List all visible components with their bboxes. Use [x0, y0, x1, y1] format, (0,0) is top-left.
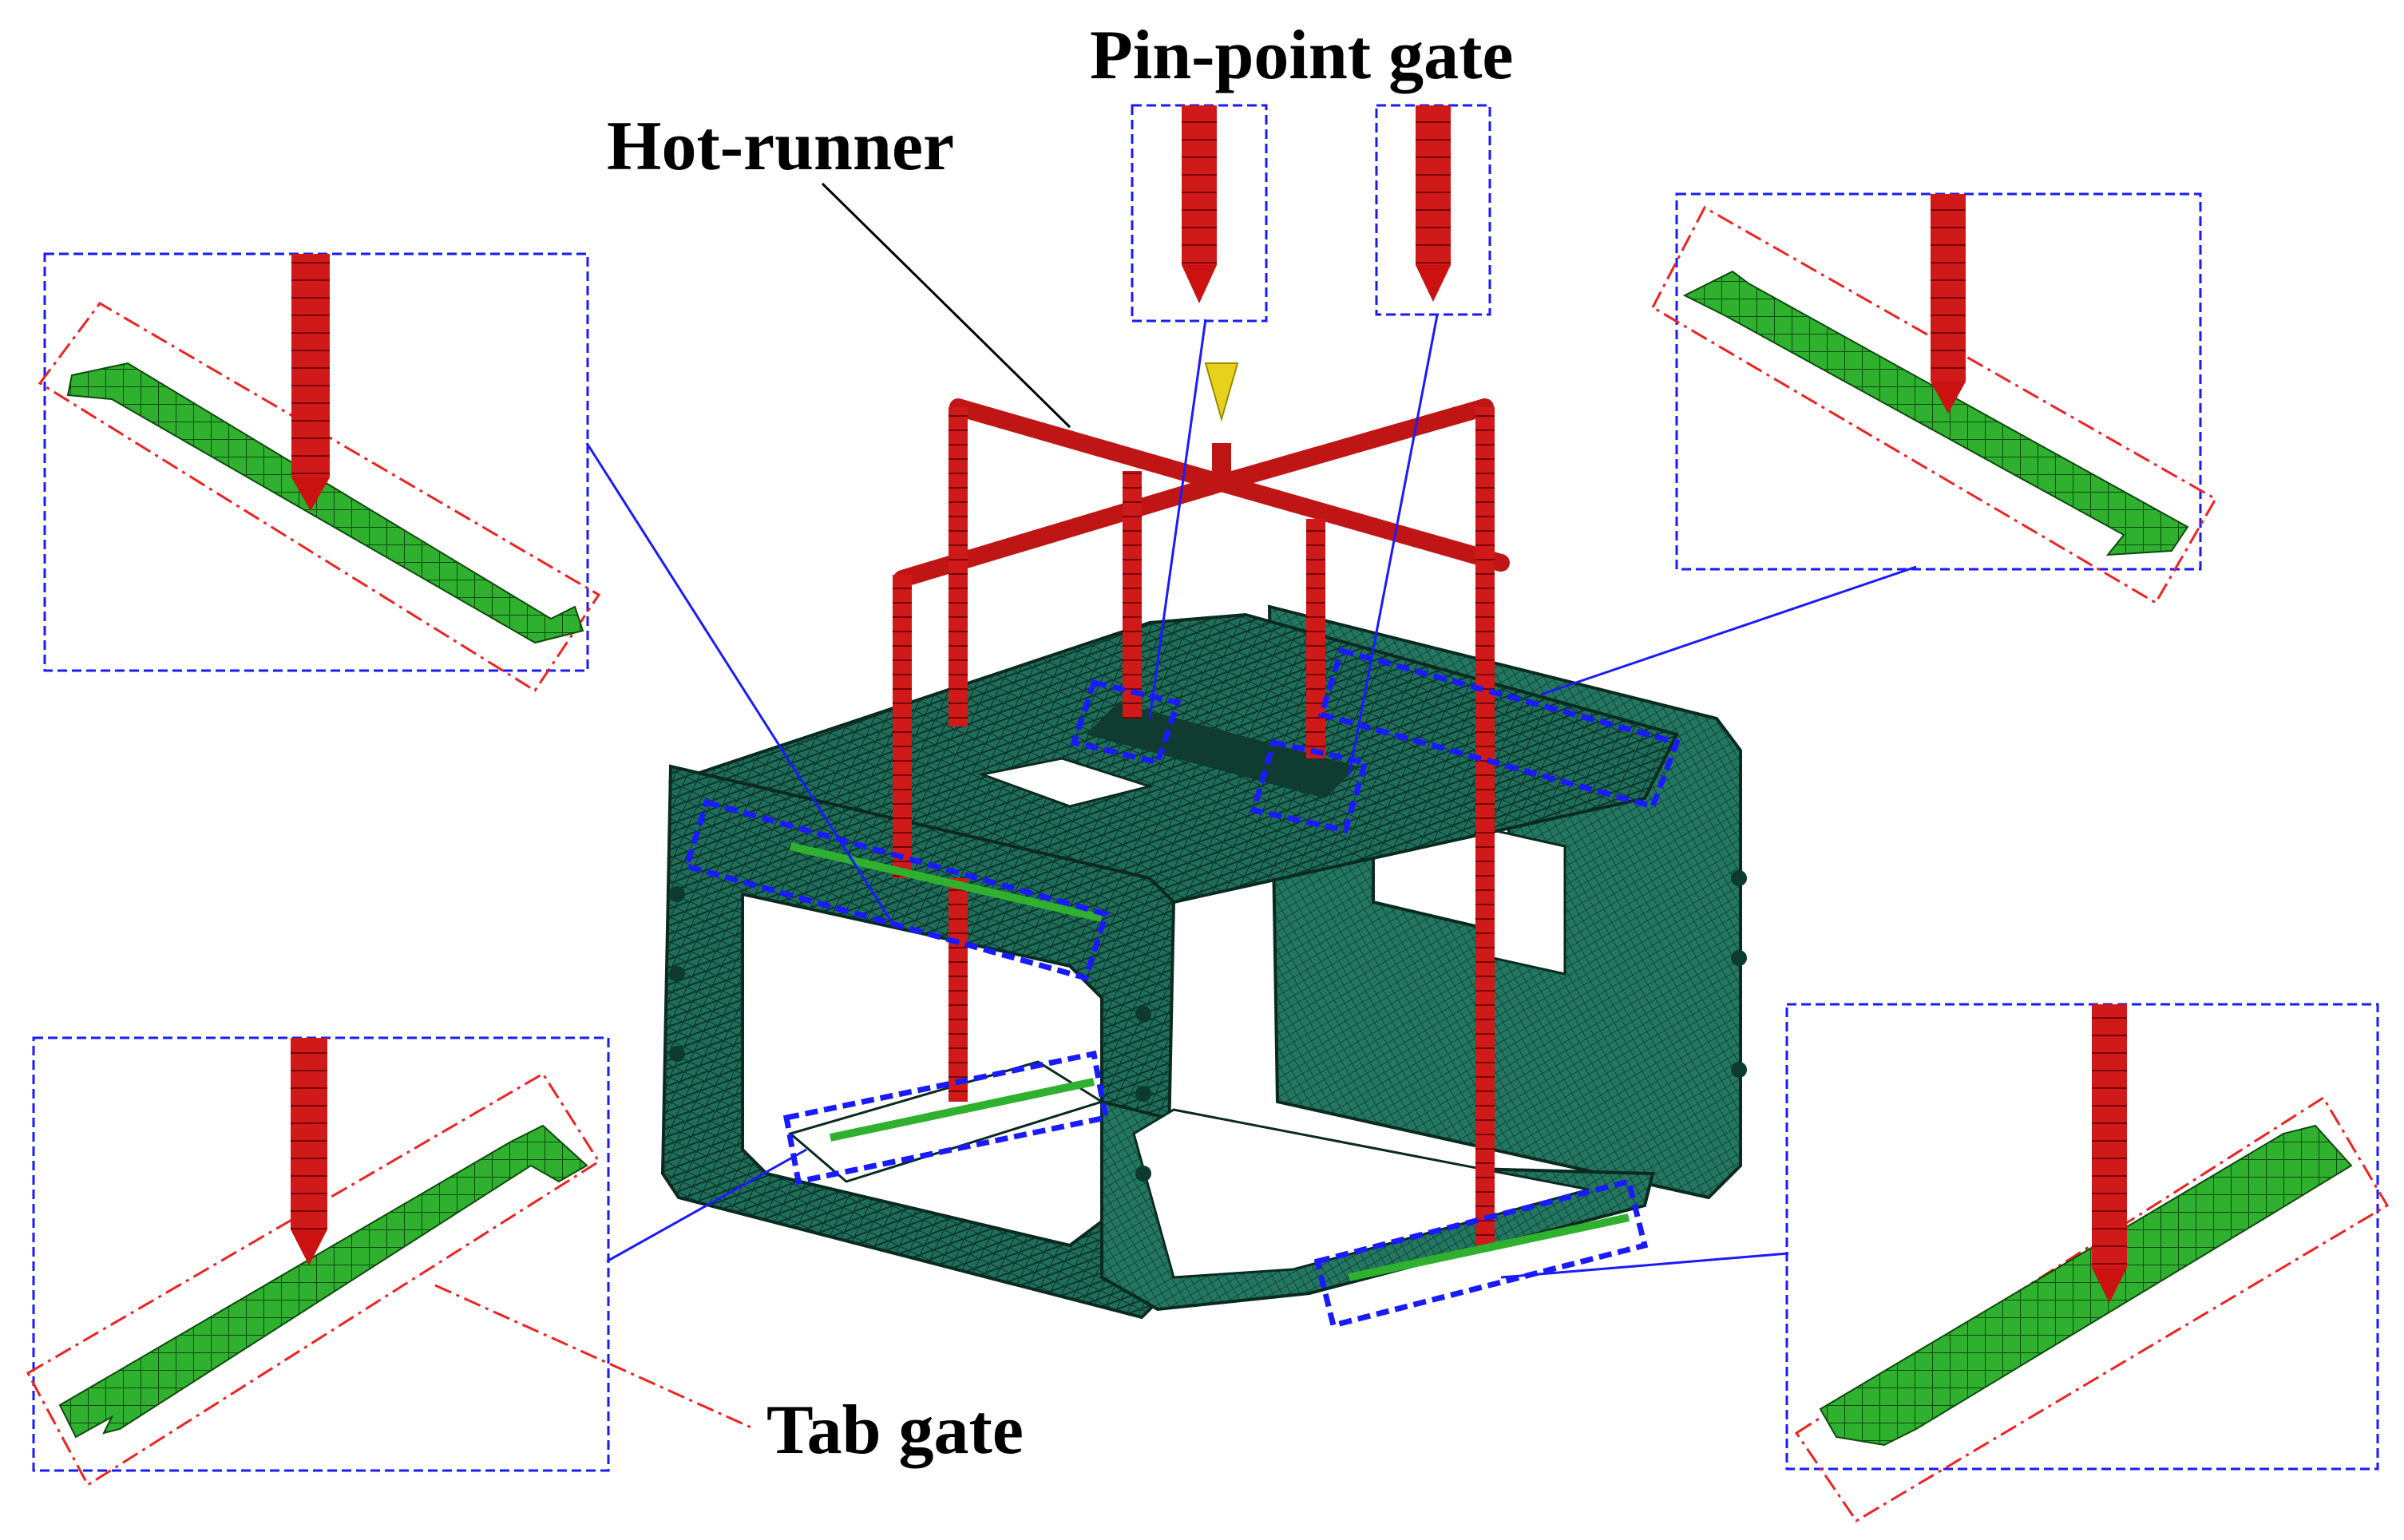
hot-runner-system	[893, 362, 1510, 1245]
hot-runner-pointer-line	[821, 182, 1071, 429]
pin-point-gate-label: Pin-point gate	[1090, 17, 1513, 94]
tab-gate-detail-top-left	[38, 252, 601, 693]
tab-gate-pointer-line	[434, 1284, 755, 1431]
tab-gate-label: Tab gate	[766, 1392, 1024, 1469]
callout-lines	[585, 315, 1917, 1279]
tab-gate-detail-bottom-left	[26, 1036, 610, 1487]
tab-gate-detail-top-right	[1651, 192, 2218, 605]
hot-runner-label: Hot-runner	[607, 108, 954, 185]
part-tab-gates	[789, 842, 1630, 1281]
molded-part-mesh	[660, 604, 1747, 1320]
sprue-icon	[1204, 362, 1239, 422]
pin-point-gate-detail-right	[1375, 104, 1491, 316]
part-highlight-boxes	[683, 647, 1681, 1329]
tab-gate-detail-bottom-right	[1785, 1003, 2390, 1523]
pin-point-gate-detail-left	[1131, 104, 1268, 323]
